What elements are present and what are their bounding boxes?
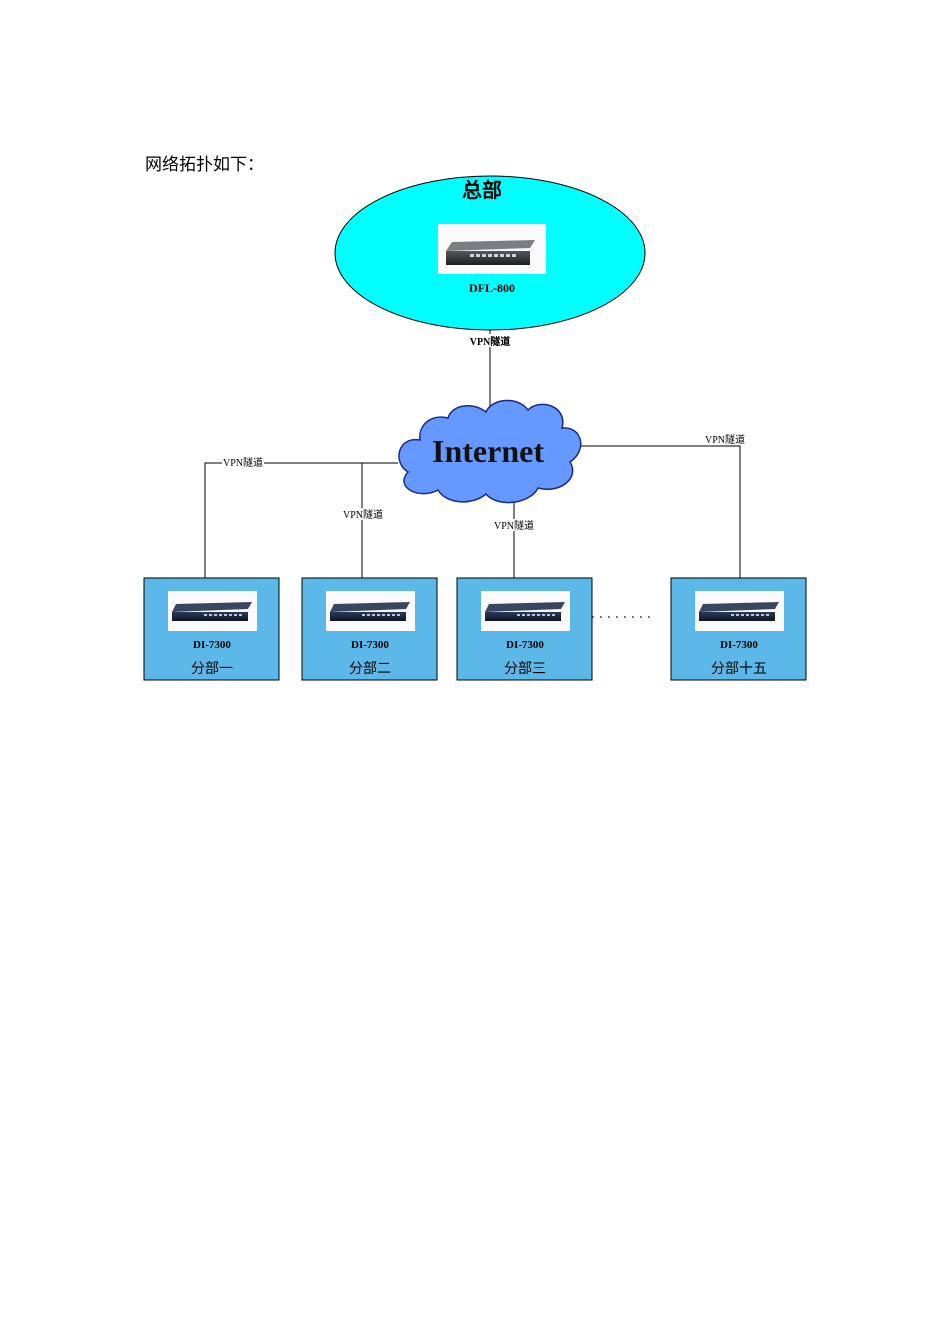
- branch-name: 分部二: [349, 661, 391, 677]
- branch-office-3: DI-7300 分部三: [456, 577, 593, 681]
- branch-name: 分部一: [191, 661, 233, 677]
- tunnel-label-branch15: VPN隧道: [705, 433, 745, 446]
- switch-icon: [485, 602, 565, 621]
- branch-device-model: DI-7300: [193, 639, 231, 651]
- branch-name: 分部十五: [711, 661, 767, 677]
- hq-device-model: DFL-800: [469, 281, 515, 295]
- router-icon: [446, 240, 535, 265]
- tunnel-label-hq: VPN隧道: [470, 335, 511, 348]
- branch1-line: [204, 462, 398, 578]
- branch-device-model: DI-7300: [720, 639, 758, 651]
- tunnel-label-branch2: VPN隧道: [343, 508, 383, 521]
- intro-text: 网络拓扑如下：: [145, 155, 264, 175]
- switch-icon: [330, 602, 410, 621]
- internet-label: Internet: [432, 433, 544, 469]
- branch-device-model: DI-7300: [351, 639, 389, 651]
- tunnel-label-branch1: VPN隧道: [223, 456, 263, 469]
- branch-office-1: DI-7300 分部一: [143, 577, 280, 681]
- headquarters-zone: 总部 DFL-800: [334, 175, 646, 331]
- tunnel-label-branch3: VPN隧道: [494, 519, 534, 532]
- switch-icon: [699, 602, 779, 621]
- branch-name: 分部三: [504, 661, 546, 677]
- branch-office-15: DI-7300 分部十五: [670, 577, 807, 681]
- headquarters-title: 总部: [462, 178, 502, 202]
- branch-device-model: DI-7300: [506, 639, 544, 651]
- tunnel-labels: VPN隧道 VPN隧道 VPN隧道 VPN隧道 VPN隧道: [222, 334, 746, 532]
- switch-icon: [172, 602, 252, 621]
- branch-ellipsis: ．．．．．．．．: [590, 607, 660, 621]
- cloud-icon: [398, 399, 582, 504]
- branch-office-2: DI-7300 分部二: [301, 577, 438, 681]
- internet-cloud: Internet: [398, 399, 582, 504]
- connection-lines: [204, 302, 741, 578]
- branch15-line: [580, 445, 741, 578]
